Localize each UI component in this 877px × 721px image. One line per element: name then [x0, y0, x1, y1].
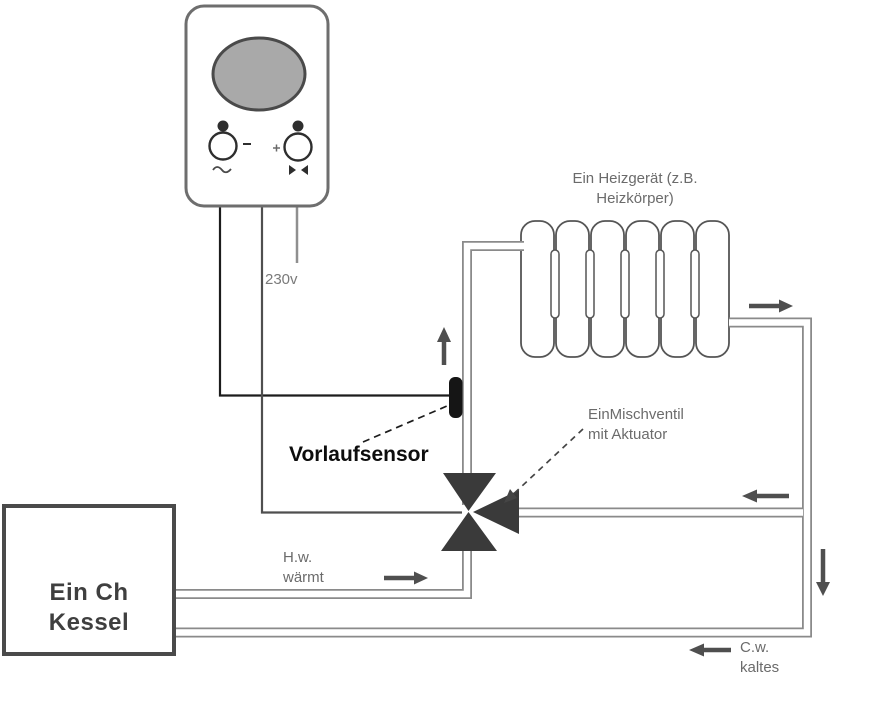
radiator-section — [625, 220, 660, 358]
flow-sensor-device — [449, 377, 463, 418]
plus-icon — [273, 144, 280, 152]
cold-water-label-line1: C.w. — [740, 639, 770, 656]
cold-water-arrow-icon — [689, 643, 731, 657]
flow-arrows — [384, 299, 830, 657]
sensor-wire — [218, 200, 450, 397]
mixing-valve-label-line2: mit Aktuator — [588, 426, 668, 444]
radiator-section — [695, 220, 730, 358]
controller-unit — [184, 4, 330, 208]
heater-label: Ein Heizgerät (z.B. Heizkörper) — [500, 169, 770, 210]
cold-water-label-line2: kaltes — [740, 659, 780, 677]
hot-water-label: H.w. wärmt — [283, 548, 324, 589]
valve-symbol-icon — [289, 165, 308, 175]
heater-label-line1: Ein Heizgerät (z.B. — [572, 170, 698, 187]
valve-top-port — [443, 473, 496, 511]
return-left-arrow-icon — [742, 489, 789, 503]
boiler-label-line2: Kessel — [48, 609, 130, 636]
hot-water-label-line2: wärmt — [283, 569, 324, 587]
down-arrow-icon — [816, 549, 830, 596]
mixing-valve-label-line1: EinMischventil — [588, 406, 684, 423]
radiator-slot — [550, 249, 560, 319]
right-knob — [283, 132, 313, 162]
right-knob-indicator-icon — [292, 120, 304, 132]
controller-wires — [218, 200, 462, 514]
leader-arrowhead-icon — [504, 489, 517, 503]
valve-leader-line — [504, 428, 584, 503]
boiler-box — [2, 504, 176, 656]
power-label: 230v — [265, 271, 298, 288]
radiator-slot — [690, 249, 700, 319]
boiler-label-line1: Ein Ch — [49, 579, 129, 606]
radiator-slot — [620, 249, 630, 319]
sensor-leader-line — [362, 405, 448, 443]
controller-dial — [211, 36, 307, 112]
radiator-section — [520, 220, 555, 358]
left-knob — [208, 131, 238, 161]
valve-bottom-port — [441, 512, 497, 551]
mixing-valve-label: EinMischventil mit Aktuator — [588, 405, 684, 446]
pipes — [173, 241, 812, 638]
radiator — [520, 220, 730, 358]
radiator-out-arrow-icon — [749, 299, 793, 313]
flow-pipe — [462, 241, 524, 505]
flow-up-arrow-icon — [437, 327, 451, 365]
radiator-slot — [585, 249, 595, 319]
left-knob-indicator-icon — [217, 120, 229, 132]
flow-sensor-label: Vorlaufsensor — [289, 443, 429, 466]
radiator-section — [590, 220, 625, 358]
actuator-wire — [260, 200, 462, 514]
hot-water-arrow-icon — [384, 571, 428, 585]
cold-water-label: C.w. kaltes — [740, 638, 779, 679]
wave-icon — [212, 166, 232, 174]
hot-water-label-line1: H.w. — [283, 549, 313, 566]
heater-label-line2: Heizkörper) — [596, 190, 674, 208]
radiator-slot — [655, 249, 665, 319]
boiler-label: Ein Ch Kessel — [4, 506, 174, 654]
radiator-section — [660, 220, 695, 358]
radiator-section — [555, 220, 590, 358]
